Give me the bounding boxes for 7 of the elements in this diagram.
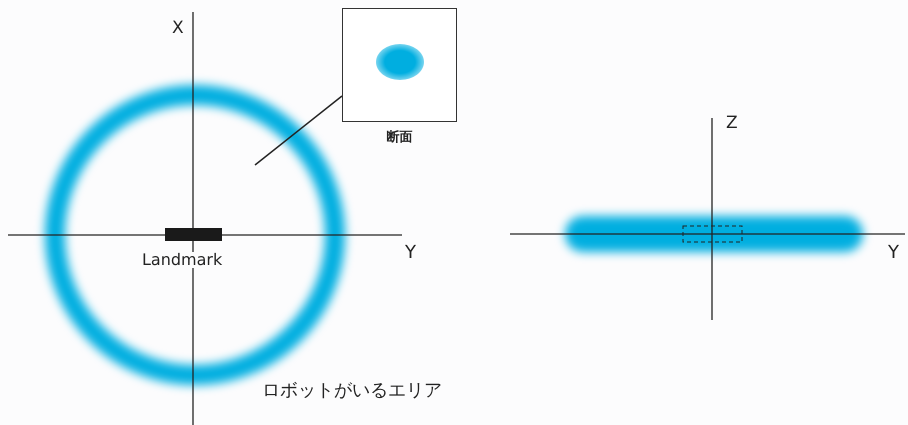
inset-caption: 断面 bbox=[386, 131, 412, 144]
axis-label: Y bbox=[888, 244, 899, 262]
leader-line bbox=[254, 95, 342, 166]
area-caption: ロボットがいるエリア bbox=[262, 382, 442, 400]
axis-label: X bbox=[172, 20, 184, 37]
axis-label: Y bbox=[405, 244, 416, 262]
axis-label: Z bbox=[726, 115, 738, 132]
